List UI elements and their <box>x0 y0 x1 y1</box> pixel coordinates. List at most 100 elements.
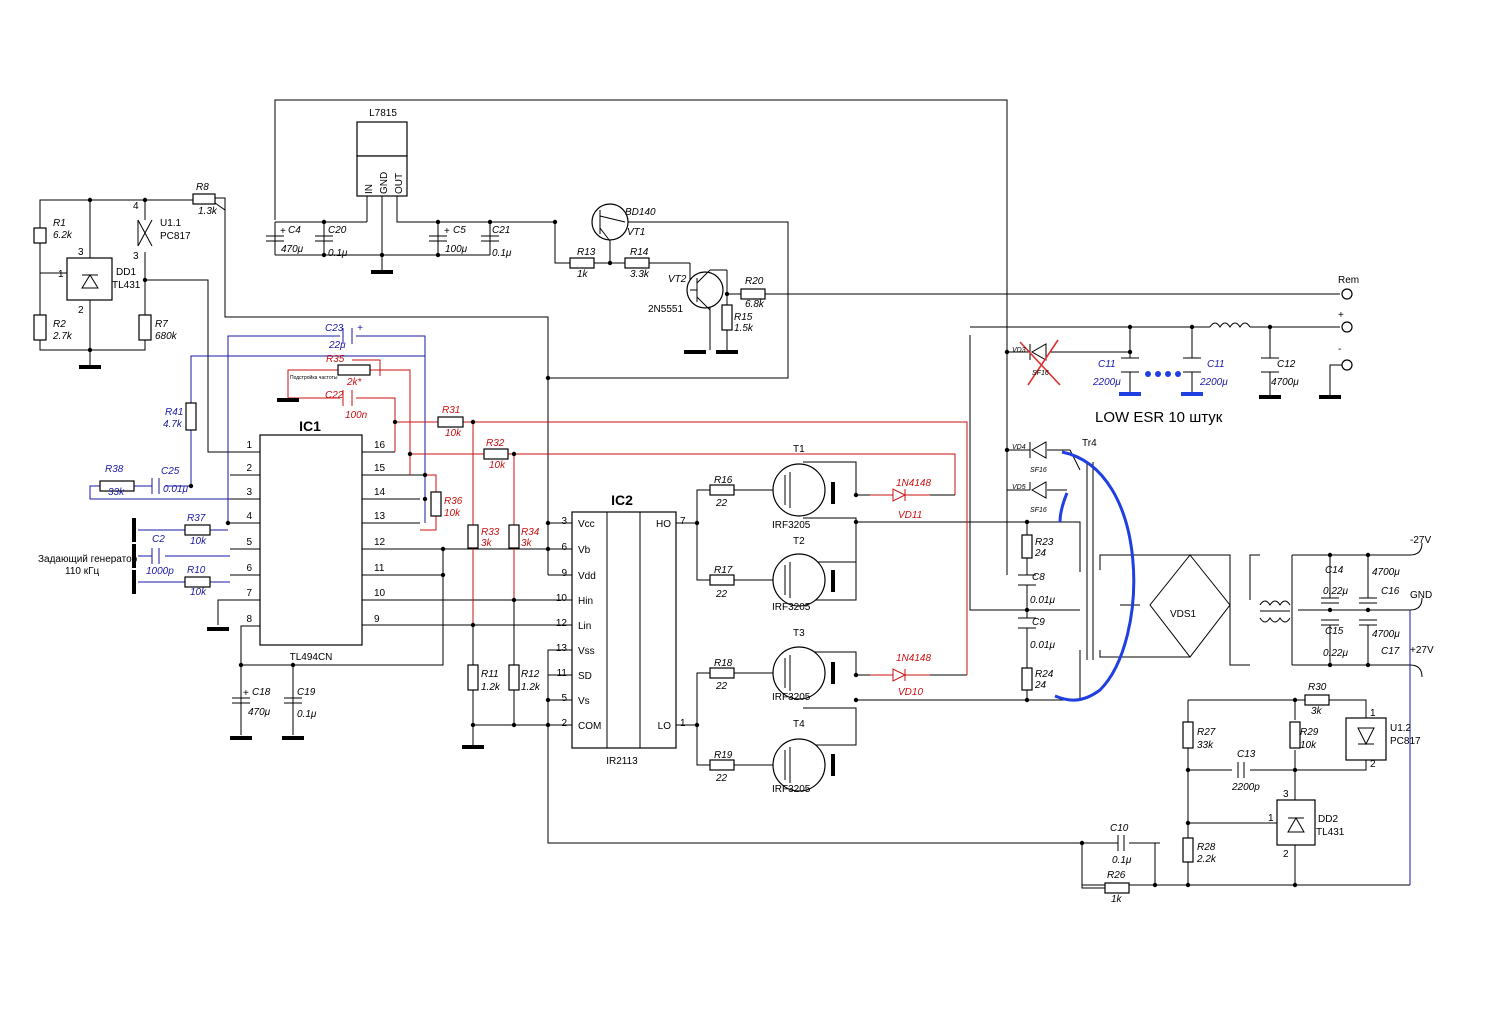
c17-name: C17 <box>1381 646 1400 657</box>
r26-name: R26 <box>1107 870 1126 881</box>
ic1-pin-2: 2 <box>246 463 252 474</box>
r2-name: R2 <box>53 319 66 330</box>
dd1-pin-1: 1 <box>58 269 64 280</box>
c2-name: C2 <box>152 534 165 545</box>
ic2-pin-num-6: 6 <box>561 542 567 553</box>
r30-name: R30 <box>1308 682 1327 693</box>
r36-name: R36 <box>444 496 463 507</box>
t2-part: IRF3205 <box>772 602 811 613</box>
dd1-pin-2: 2 <box>78 305 84 316</box>
ic2-pin-name-lo: LO <box>658 721 672 732</box>
r17-name: R17 <box>714 565 733 576</box>
ic1-pin-4: 4 <box>246 511 252 522</box>
dd1-name: DD1 <box>116 267 136 278</box>
ic1-name: IC1 <box>299 418 321 434</box>
vd4-part: SF16 <box>1030 467 1047 474</box>
c10-value: 0.1μ <box>1112 855 1132 866</box>
ic1-pin-8: 8 <box>246 614 252 625</box>
c15-value: 0.22μ <box>1323 648 1348 659</box>
c18-name: C18 <box>252 687 271 698</box>
vt1-part: BD140 <box>625 207 656 218</box>
dd2-name: DD2 <box>1318 814 1338 825</box>
ic1-pin-10: 10 <box>374 588 386 599</box>
semiconductors <box>66 203 1423 846</box>
c16-value: 4700μ <box>1372 567 1400 578</box>
ic1-pin-12: 12 <box>374 537 386 548</box>
ic1-pin-3: 3 <box>246 487 252 498</box>
c14-value: 0.22μ <box>1323 586 1348 597</box>
c11a-value: 2200μ <box>1092 377 1121 388</box>
r26-value: 1k <box>1111 894 1123 905</box>
c5-name: C5 <box>453 225 466 236</box>
r12-name: R12 <box>521 669 540 680</box>
vd4-name: VD4 <box>1012 444 1026 451</box>
ic2-name: IC2 <box>611 492 633 508</box>
r41-name: R41 <box>165 407 183 418</box>
c22-value: 100n <box>345 410 368 421</box>
dd2-pin-2: 2 <box>1283 849 1289 860</box>
dd2-part: TL431 <box>1316 827 1345 838</box>
ic2-pin-name-ho: HO <box>656 519 671 530</box>
c21-name: C21 <box>492 225 510 236</box>
ic2-pin-num-3: 3 <box>561 516 567 527</box>
c13-name: C13 <box>1237 749 1256 760</box>
component-labels: R1 6.2k R2 2.7k R7 680k R8 1.3k U1.1 PC8… <box>38 182 1434 905</box>
reg-pin-gnd: GND <box>379 172 390 194</box>
vd10-part: 1N4148 <box>896 653 931 664</box>
r33-value: 3k <box>481 538 493 549</box>
c8-name: C8 <box>1032 572 1045 583</box>
ic2-pin-num-5: 5 <box>561 693 567 704</box>
r19-name: R19 <box>714 750 733 761</box>
c2-value: 1000p <box>146 566 174 577</box>
r37-value: 10k <box>190 536 207 547</box>
r2-value: 2.7k <box>52 331 73 342</box>
ic2-pin-name-vb: Vb <box>578 545 591 556</box>
u12-name: U1.2 <box>1390 723 1412 734</box>
u12-pin-2: 2 <box>1370 759 1376 770</box>
c21-value: 0.1μ <box>492 248 512 259</box>
r13-name: R13 <box>577 247 596 258</box>
ic2-pin-num-11: 11 <box>557 668 568 679</box>
r23-value: 24 <box>1034 548 1047 559</box>
svg-text:+: + <box>280 226 286 237</box>
r28-value: 2.2k <box>1196 854 1217 865</box>
t1-name: T1 <box>793 444 805 455</box>
u11-name: U1.1 <box>160 218 182 229</box>
r1-name: R1 <box>53 218 66 229</box>
c12-value: 4700μ <box>1271 377 1299 388</box>
red-wires <box>287 359 968 675</box>
vd3-part: SF16 <box>1032 370 1049 377</box>
r27-value: 33k <box>1197 740 1214 751</box>
ic1-pin-16: 16 <box>374 440 386 451</box>
r33-name: R33 <box>481 527 500 538</box>
r12-value: 1.2k <box>521 682 541 693</box>
r8-value: 1.3k <box>198 206 218 217</box>
ic1-pin-5: 5 <box>246 537 252 548</box>
ic1-pin-9: 9 <box>374 614 380 625</box>
terminal-plus: + <box>1338 310 1344 321</box>
ic2-pin-name-vss: Vss <box>578 646 595 657</box>
r32-name: R32 <box>486 438 505 449</box>
r1-value: 6.2k <box>53 230 73 241</box>
r20-name: R20 <box>745 276 764 287</box>
r7-name: R7 <box>155 319 168 330</box>
c8-value: 0.01μ <box>1030 595 1055 606</box>
r8-name: R8 <box>196 182 209 193</box>
r30-value: 3k <box>1311 706 1323 717</box>
ic1-pin-14: 14 <box>374 487 386 498</box>
c5-value: 100μ <box>445 244 468 255</box>
vd5-name: VD5 <box>1012 484 1026 491</box>
terminal-neg27: -27V <box>1410 535 1431 546</box>
u12-part: PC817 <box>1390 736 1421 747</box>
r17-value: 22 <box>715 589 728 600</box>
c22-name: C22 <box>325 390 344 401</box>
r7-value: 680k <box>155 331 178 342</box>
reg-pin-out: OUT <box>394 173 405 194</box>
c15-name: C15 <box>1325 626 1344 637</box>
r31-name: R31 <box>442 405 460 416</box>
r37-name: R37 <box>187 513 206 524</box>
t1-part: IRF3205 <box>772 520 811 531</box>
junction-dots <box>87 197 1371 888</box>
c16-name: C16 <box>1381 586 1400 597</box>
